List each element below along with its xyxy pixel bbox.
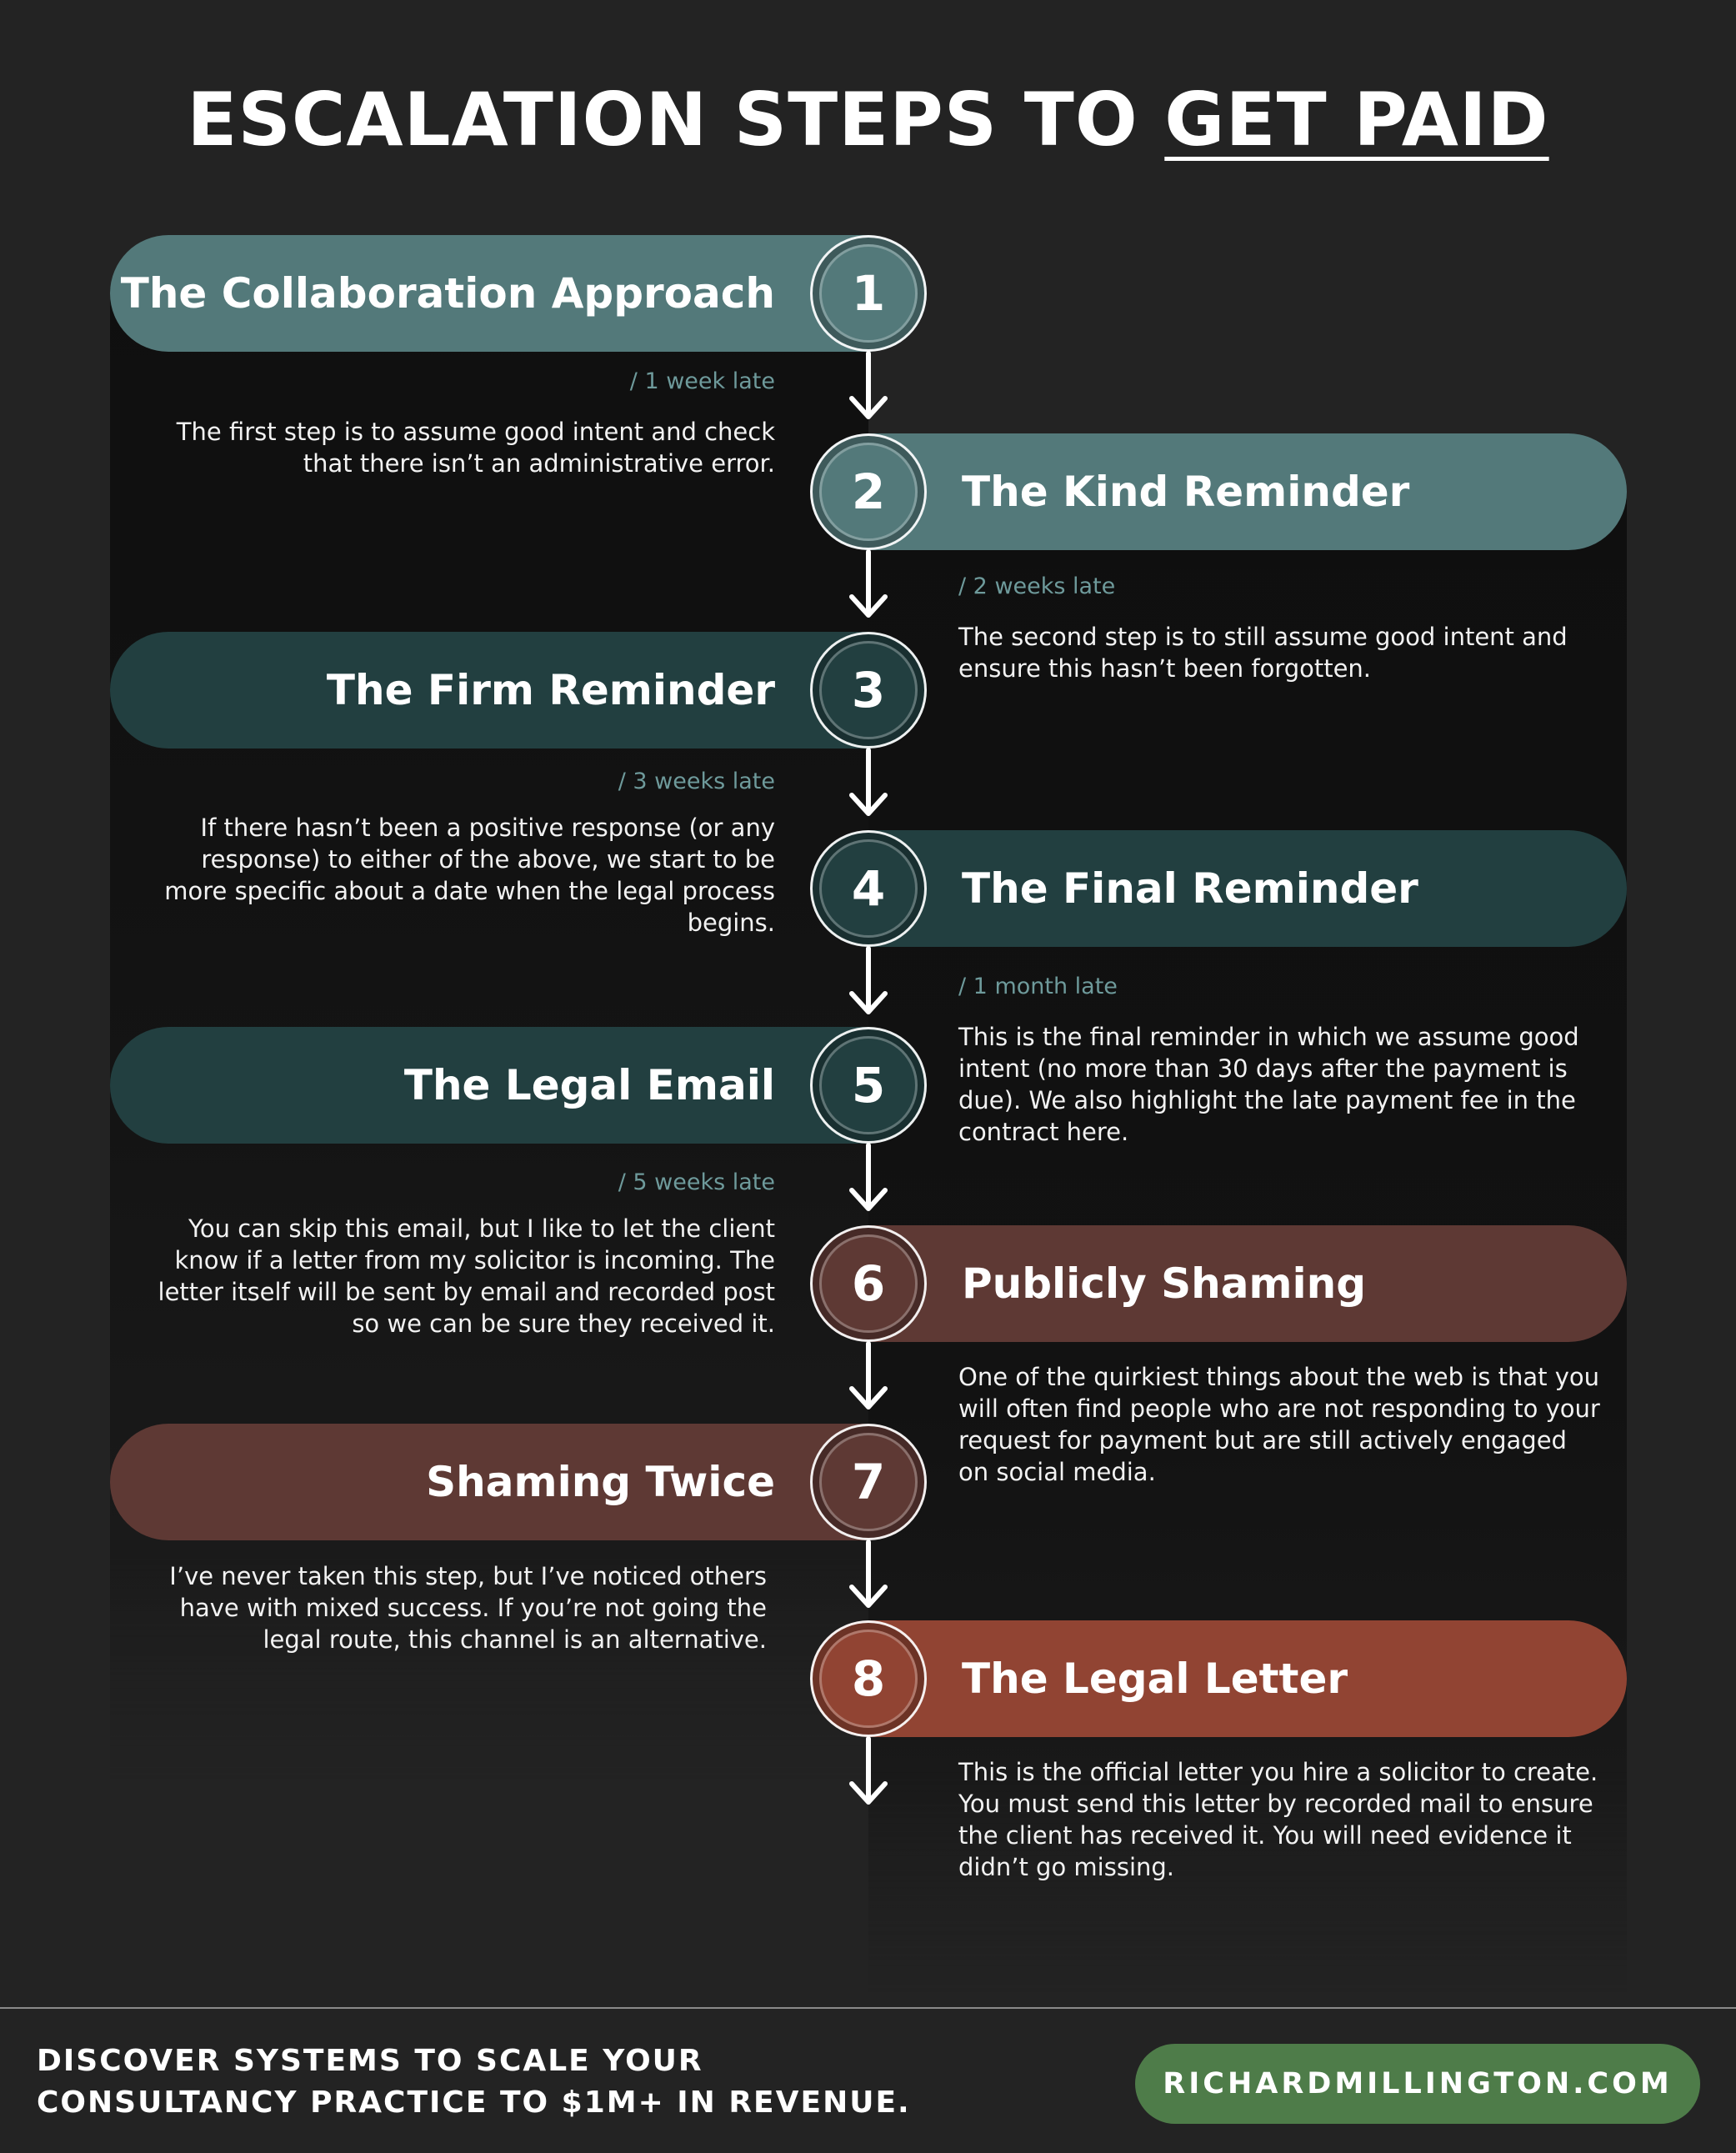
step-4-description: This is the final reminder in which we a… — [958, 1023, 1579, 1146]
arrow-down-icon — [843, 1539, 893, 1614]
step-8-number: 8 — [810, 1620, 927, 1737]
step-4-number: 4 — [810, 830, 927, 947]
step-2-pill: The Kind Reminder — [812, 433, 1627, 550]
step-3-late: / 3 weeks late — [618, 769, 775, 794]
step-5-title: The Legal Email — [403, 1061, 775, 1109]
step-7-description: I’ve never taken this step, but I’ve not… — [169, 1562, 767, 1654]
footer-line-2: CONSULTANCY PRACTICE TO $1M+ IN REVENUE. — [37, 2085, 911, 2120]
step-7-number: 7 — [810, 1424, 927, 1540]
step-7-pill: Shaming Twice — [110, 1424, 925, 1540]
arrow-down-icon — [843, 1340, 893, 1415]
step-2-title: The Kind Reminder — [962, 468, 1410, 516]
step-1-title: The Collaboration Approach — [120, 269, 775, 318]
step-2-late: / 2 weeks late — [958, 573, 1116, 599]
step-1-description: The first step is to assume good intent … — [176, 418, 775, 478]
step-4-late: / 1 month late — [958, 974, 1118, 999]
arrow-down-icon — [843, 548, 893, 623]
step-3-number: 3 — [810, 632, 927, 749]
step-6-pill: Publicly Shaming — [812, 1225, 1627, 1342]
step-5-pill: The Legal Email — [110, 1027, 925, 1144]
step-2-number: 2 — [810, 433, 927, 550]
step-2-description: The second step is to still assume good … — [958, 623, 1568, 683]
arrow-down-icon — [843, 1142, 893, 1217]
step-4-pill: The Final Reminder — [812, 830, 1627, 947]
footer-line-1: DISCOVER SYSTEMS TO SCALE YOUR — [37, 2044, 703, 2078]
arrow-down-icon — [843, 350, 893, 425]
arrow-down-icon — [843, 945, 893, 1020]
website-link-button[interactable]: RICHARDMILLINGTON.COM — [1135, 2044, 1700, 2124]
step-1-late: / 1 week late — [629, 368, 775, 394]
step-6-description: One of the quirkiest things about the we… — [958, 1363, 1600, 1486]
step-5-late: / 5 weeks late — [618, 1169, 775, 1195]
step-1-number: 1 — [810, 235, 927, 352]
step-6-title: Publicly Shaming — [962, 1259, 1367, 1308]
step-7-title: Shaming Twice — [426, 1458, 775, 1506]
title-emphasis: GET PAID — [1164, 77, 1549, 163]
step-1-pill: The Collaboration Approach — [110, 235, 925, 352]
step-3-description: If there hasn’t been a positive response… — [164, 814, 775, 937]
step-5-description: You can skip this email, but I like to l… — [158, 1214, 775, 1338]
step-8-title: The Legal Letter — [962, 1655, 1348, 1703]
footer-divider — [0, 2007, 1736, 2009]
step-3-pill: The Firm Reminder — [110, 632, 925, 749]
step-3-title: The Firm Reminder — [326, 666, 775, 714]
step-4-title: The Final Reminder — [962, 864, 1418, 913]
step-8-description: This is the official letter you hire a s… — [958, 1758, 1598, 1881]
step-5-number: 5 — [810, 1027, 927, 1144]
footer-tagline: DISCOVER SYSTEMS TO SCALE YOUR CONSULTAN… — [37, 2040, 1037, 2124]
step-6-number: 6 — [810, 1225, 927, 1342]
arrow-down-icon — [843, 747, 893, 822]
title-prefix: ESCALATION STEPS TO — [187, 77, 1165, 163]
arrow-down-icon — [843, 1735, 893, 1810]
page-title: ESCALATION STEPS TO GET PAID — [0, 77, 1736, 163]
step-8-pill: The Legal Letter — [812, 1620, 1627, 1737]
